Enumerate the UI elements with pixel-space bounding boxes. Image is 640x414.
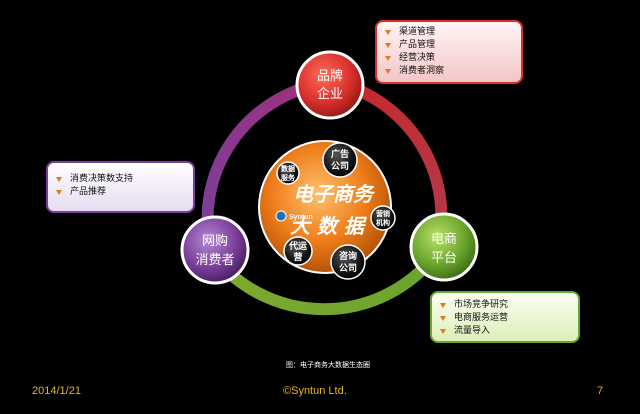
syntun-logo: Syntun	[275, 210, 313, 222]
callout-platform: 市场竞争研究 电商服务运营 流量导入	[430, 291, 580, 343]
callout-brand-item: 经营决策	[385, 52, 511, 65]
callout-platform-item: 电商服务运营	[440, 312, 568, 325]
inner-data-line1: 数据	[281, 164, 295, 173]
inner-data-line2: 服务	[281, 173, 296, 182]
callout-consumer: 消费决策数支持 产品推荐	[46, 161, 195, 213]
inner-consulting-line2: 公司	[339, 263, 357, 274]
inner-operator-line1: 代运	[288, 240, 308, 252]
callout-brand-item: 消费者洞察	[385, 65, 511, 78]
bullet-triangle-icon	[385, 69, 391, 74]
callout-brand-item: 产品管理	[385, 39, 511, 52]
center-title-line1: 电子商务	[293, 182, 376, 206]
node-platform-line2: 平台	[431, 251, 457, 266]
inner-circle-consulting[interactable]: 咨询 公司	[330, 244, 366, 280]
footer-page-number: 7	[597, 385, 604, 397]
inner-circle-data[interactable]: 数据 服务	[276, 161, 300, 185]
bullet-triangle-icon	[56, 177, 62, 182]
callout-brand: 渠道管理 产品管理 经营决策 消费者洞察	[375, 20, 523, 84]
bullet-triangle-icon	[440, 303, 446, 308]
syntun-logo-text: Syntun	[289, 214, 313, 221]
syntun-logo-mark	[275, 210, 287, 222]
node-brand-line1: 品牌	[317, 68, 343, 84]
node-consumer[interactable]: 网购 消费者	[180, 215, 250, 285]
bullet-triangle-icon	[385, 43, 391, 48]
inner-marketing-line1: 营销	[376, 209, 390, 218]
inner-advertising-line1: 广告	[331, 148, 349, 160]
inner-advertising-line2: 公司	[331, 161, 349, 172]
footer-copyright: ©Syntun Ltd.	[283, 385, 347, 397]
center-title-line2: 大 数 据	[290, 214, 367, 238]
inner-consulting-line1: 咨询	[339, 250, 357, 262]
bullet-triangle-icon	[385, 56, 391, 61]
node-platform-line1: 电商	[431, 232, 457, 247]
bullet-triangle-icon	[56, 190, 62, 195]
callout-platform-item: 市场竞争研究	[440, 299, 568, 312]
bullet-triangle-icon	[440, 316, 446, 321]
inner-circle-advertising[interactable]: 广告 公司	[322, 142, 358, 178]
footer-date: 2014/1/21	[32, 385, 81, 397]
inner-operator-line2: 营	[293, 251, 302, 263]
callout-consumer-item: 消费决策数支持	[56, 173, 183, 186]
callout-brand-item: 渠道管理	[385, 26, 511, 39]
inner-marketing-line2: 机构	[376, 218, 390, 227]
inner-circle-marketing[interactable]: 营销 机构	[370, 205, 396, 231]
callout-platform-item: 流量导入	[440, 325, 568, 338]
bullet-triangle-icon	[440, 329, 446, 334]
inner-circle-operator[interactable]: 代运 营	[283, 236, 313, 266]
figure-caption: 图：电子商务大数据生态圈	[286, 361, 370, 369]
callout-consumer-item: 产品推荐	[56, 186, 183, 199]
node-brand[interactable]: 品牌 企业	[295, 50, 365, 120]
node-consumer-line2: 消费者	[195, 253, 234, 268]
node-brand-line2: 企业	[317, 86, 343, 102]
bullet-triangle-icon	[385, 30, 391, 35]
node-platform[interactable]: 电商 平台	[409, 212, 479, 282]
ring-arc-platform-consumer	[207, 250, 441, 316]
node-consumer-line1: 网购	[202, 233, 228, 249]
